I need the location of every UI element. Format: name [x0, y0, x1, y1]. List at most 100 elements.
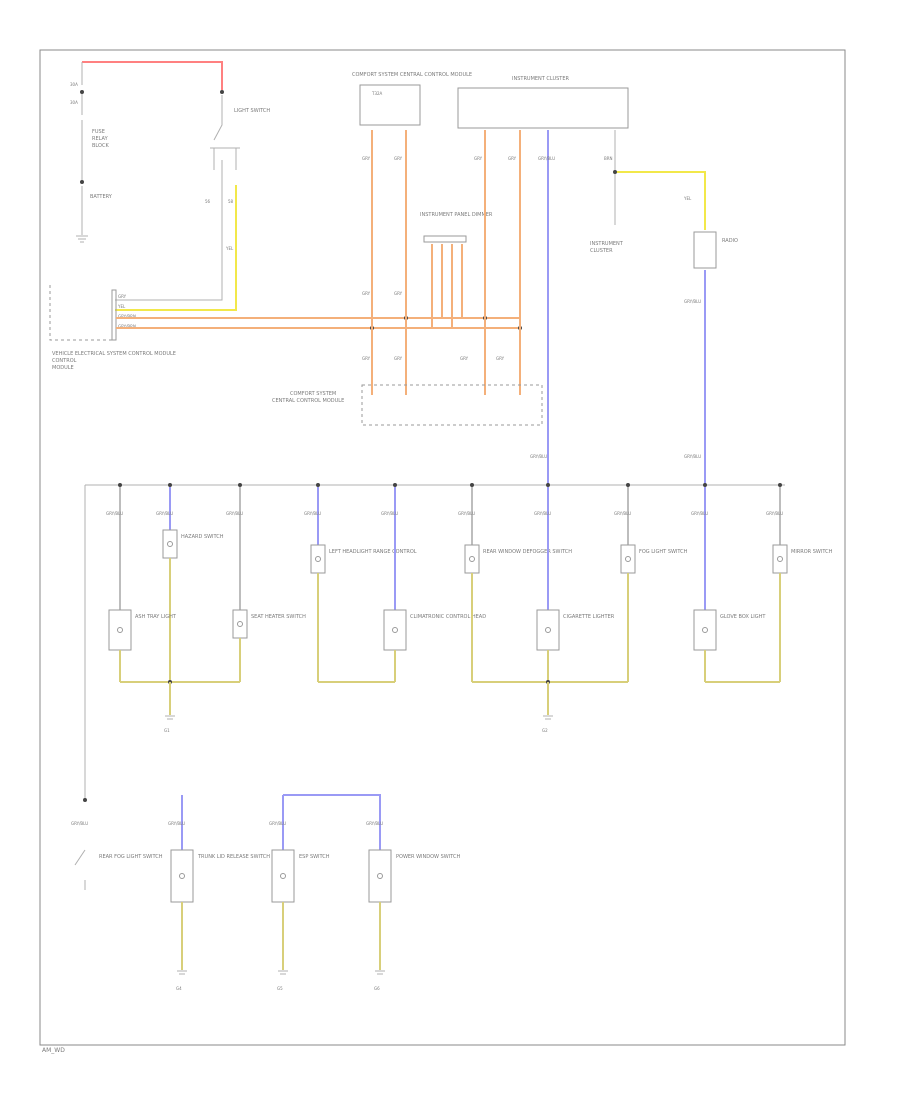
bus-junction-3: [316, 483, 320, 487]
svg-text:GRY: GRY: [362, 356, 371, 361]
svg-text:CENTRAL CONTROL MODULE: CENTRAL CONTROL MODULE: [272, 398, 344, 404]
radio: RADIO YEL GRY/BLU GRY/BLU: [683, 196, 738, 485]
svg-text:COMFORT SYSTEM: COMFORT SYSTEM: [290, 391, 336, 397]
svg-text:BRN: BRN: [604, 156, 613, 161]
svg-text:GRY/BLU: GRY/BLU: [71, 821, 88, 826]
bus-junction-9: [778, 483, 782, 487]
radio-label: RADIO: [722, 238, 738, 244]
load-symbol: [464, 544, 480, 574]
load-symbol: [383, 609, 407, 651]
svg-text:GRY: GRY: [394, 291, 403, 296]
svg-text:GRY/BLU: GRY/BLU: [534, 511, 551, 516]
load-symbol: [232, 609, 248, 639]
svg-text:GRY: GRY: [362, 291, 371, 296]
instrument-cluster: INSTRUMENT CLUSTER GRY GRY GRY/BLU BRN I…: [457, 76, 706, 485]
svg-text:GRY/BLU: GRY/BLU: [684, 454, 701, 459]
svg-text:BLOCK: BLOCK: [92, 143, 109, 149]
row1-load-label: GLOVE BOX LIGHT: [720, 614, 766, 620]
ground-label: G6: [374, 986, 380, 991]
load-symbol: [772, 544, 788, 574]
bus-junction-6: [546, 483, 550, 487]
cluster-label: INSTRUMENT CLUSTER: [512, 76, 570, 82]
svg-text:GRY/BLU: GRY/BLU: [304, 511, 321, 516]
svg-text:YEL: YEL: [117, 304, 126, 309]
svg-text:58: 58: [228, 199, 234, 204]
svg-text:30A: 30A: [70, 100, 78, 105]
svg-text:GRY: GRY: [508, 156, 517, 161]
svg-text:T32A: T32A: [371, 91, 383, 96]
battery-label: BATTERY: [90, 194, 113, 200]
svg-text:GRY: GRY: [118, 294, 127, 299]
ground-label: G5: [277, 986, 283, 991]
svg-text:GRY/BRN: GRY/BRN: [118, 324, 136, 329]
svg-text:CONTROL: CONTROL: [52, 358, 77, 364]
load-symbol: [108, 609, 132, 651]
bus-junction-8: [703, 483, 707, 487]
row1-load-3: GRY/BLU LEFT HEADLIGHT RANGE CONTROL: [304, 487, 417, 682]
row1-load-label: CIGARETTE LIGHTER: [563, 614, 615, 620]
svg-text:GRY: GRY: [474, 156, 483, 161]
row1-loads: GRY/BLU HAZARD SWITCH GRY/BLU ASH TRAY LIGH…: [106, 487, 833, 733]
load-symbol: [536, 609, 560, 651]
ground-label: G1: [164, 728, 170, 733]
svg-text:YEL: YEL: [225, 246, 234, 251]
bus-junctions: [118, 483, 782, 487]
svg-text:MODULE: MODULE: [52, 365, 74, 371]
svg-text:RELAY: RELAY: [92, 136, 109, 142]
comfort-module-label: COMFORT SYSTEM CENTRAL CONTROL MODULE: [352, 72, 472, 78]
svg-text:GRY: GRY: [460, 356, 469, 361]
row1-load-2: GRY/BLU SEAT HEATER SWITCH: [226, 487, 306, 682]
svg-text:30A: 30A: [70, 82, 78, 87]
load-symbol: [310, 544, 326, 574]
dimmer-label: INSTRUMENT PANEL DIMMER: [420, 212, 493, 218]
footer-code: AM_WD: [42, 1047, 65, 1054]
svg-text:GRY/BLU: GRY/BLU: [458, 511, 475, 516]
ground-label: G4: [176, 986, 182, 991]
svg-text:GRY/BLU: GRY/BLU: [269, 821, 286, 826]
svg-text:YEL: YEL: [683, 196, 692, 201]
comfort-system-module: COMFORT SYSTEM CENTRAL CONTROL MODULE T3…: [352, 72, 472, 395]
svg-text:GRY/BRN: GRY/BRN: [118, 314, 136, 319]
row1-load-label: LEFT HEADLIGHT RANGE CONTROL: [329, 549, 417, 555]
row1-load-5: GRY/BLU REAR WINDOW DEFOGGER SWITCH: [458, 487, 572, 682]
bcm-label: VEHICLE ELECTRICAL SYSTEM CONTROL MODULE: [52, 351, 176, 357]
row1-load-1: GRY/BLU ASH TRAY LIGHT: [106, 487, 177, 682]
ground-label: G2: [542, 728, 548, 733]
bus-junction-7: [626, 483, 630, 487]
svg-text:GRY: GRY: [362, 156, 371, 161]
control-module-left: GRY YEL GRY/BRN GRY/BRN VEHICLE ELECTRIC…: [49, 285, 176, 371]
svg-text:GRY/BLU: GRY/BLU: [366, 821, 383, 826]
row1-load-label: SEAT HEATER SWITCH: [251, 614, 306, 620]
load-symbol: [620, 544, 636, 574]
svg-text:FUSE: FUSE: [92, 129, 105, 135]
power-supply-section: 30A 30A FUSE RELAY BLOCK BATTERY LIGHT S…: [70, 61, 270, 311]
bus-junction-2: [238, 483, 242, 487]
row2-load-label: ESP SWITCH: [299, 854, 330, 860]
svg-text:GRY/BLU: GRY/BLU: [226, 511, 243, 516]
svg-text:GRY/BLU: GRY/BLU: [684, 299, 701, 304]
bus-junction-4: [393, 483, 397, 487]
svg-text:GRY/BLU: GRY/BLU: [156, 511, 173, 516]
svg-text:GRY/BLU: GRY/BLU: [538, 156, 555, 161]
svg-text:GRY: GRY: [394, 356, 403, 361]
row1-load-label: CLIMATRONIC CONTROL HEAD: [410, 614, 486, 620]
svg-text:GRY/BLU: GRY/BLU: [614, 511, 631, 516]
row1-load-0: GRY/BLU HAZARD SWITCH: [156, 487, 224, 682]
bus-junction-1: [168, 483, 172, 487]
bus-junction-5: [470, 483, 474, 487]
instrument-dimmer: INSTRUMENT PANEL DIMMER: [420, 212, 493, 328]
row1-load-label: HAZARD SWITCH: [181, 534, 224, 540]
row1-load-label: ASH TRAY LIGHT: [135, 614, 177, 620]
load-symbol: [693, 609, 717, 651]
row1-load-label: REAR WINDOW DEFOGGER SWITCH: [483, 549, 572, 555]
svg-text:INSTRUMENT: INSTRUMENT: [590, 241, 624, 247]
row2-load-0: GRY/BLU REAR FOG LIGHT SWITCH: [71, 821, 163, 890]
row2-load-label: REAR FOG LIGHT SWITCH: [99, 854, 163, 860]
svg-text:GRY/BLU: GRY/BLU: [691, 511, 708, 516]
row1-load-8: GRY/BLU GLOVE BOX LIGHT: [691, 487, 766, 682]
